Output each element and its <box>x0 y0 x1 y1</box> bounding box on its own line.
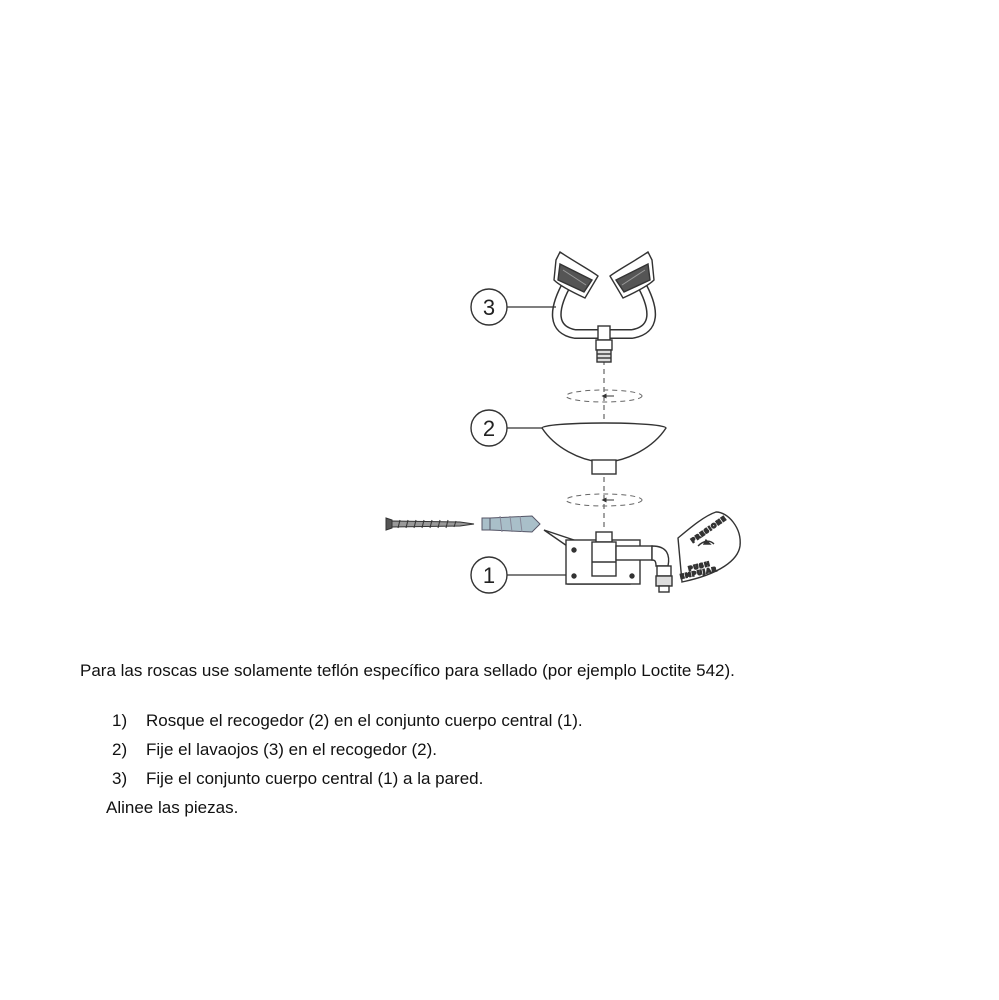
callout-2-label: 2 <box>483 416 495 441</box>
step-text: Fije el lavaojos (3) en el recogedor (2)… <box>146 740 438 759</box>
callout-3-circle <box>470 288 508 326</box>
callout-1-label: 1 <box>483 563 495 588</box>
assembly-step: 3) Fije el conjunto cuerpo central (1) a… <box>112 767 583 796</box>
step-text: Rosque el recogedor (2) en el conjunto c… <box>146 711 583 730</box>
assembly-steps-list: 1) Rosque el recogedor (2) en el conjunt… <box>112 709 583 796</box>
wall-anchor <box>481 515 541 533</box>
sealing-instruction: Para las roscas use solamente teflón esp… <box>80 661 735 680</box>
assembly-step: 1) Rosque el recogedor (2) en el conjunt… <box>112 709 583 738</box>
rotation-arrow-upper <box>565 389 643 403</box>
rotation-arrow-lower <box>565 493 643 507</box>
step-text: Fije el conjunto cuerpo central (1) a la… <box>146 769 484 788</box>
collector-bowl-part-2 <box>541 422 667 475</box>
exploded-assembly-diagram: PRESIONE PUSH EMPUJAR 3 2 1 <box>385 250 741 594</box>
step-number: 3) <box>112 769 128 788</box>
step-number: 2) <box>112 740 128 759</box>
screw <box>385 517 475 531</box>
step-number: 1) <box>112 711 128 730</box>
eyewash-head-part-3 <box>551 250 657 363</box>
central-body-part-1: PRESIONE PUSH EMPUJAR <box>543 511 741 593</box>
closing-note: Alinee las piezas. <box>106 798 239 817</box>
callout-1-circle <box>470 556 508 594</box>
assembly-step: 2) Fije el lavaojos (3) en el recogedor … <box>112 738 583 767</box>
callout-3-label: 3 <box>483 295 495 320</box>
callout-2-circle <box>470 409 508 447</box>
